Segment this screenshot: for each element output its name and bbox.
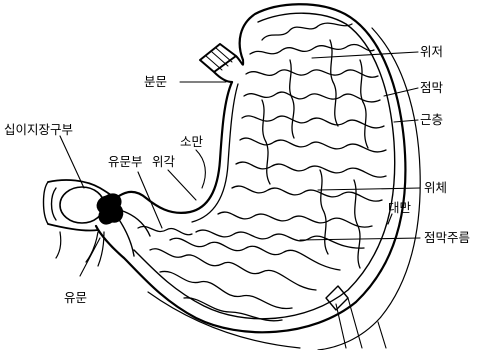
duodenum-left-cut <box>44 182 57 224</box>
pyloric-canal <box>118 210 150 256</box>
duodenum-lower-wall <box>48 224 98 231</box>
lower-outer-curve <box>148 292 300 348</box>
label-pylorus: 유문 <box>64 290 87 305</box>
leader-serosa <box>384 88 418 96</box>
mucosal-folds <box>138 23 386 321</box>
esophagus <box>200 44 243 82</box>
leader-angular-incisure <box>168 170 196 200</box>
label-angular-incisure: 위각 <box>152 154 176 169</box>
pyloric-vessels <box>56 232 104 266</box>
label-muscle-layer: 근층 <box>420 112 443 127</box>
label-body: 위체 <box>424 180 447 195</box>
label-serosa: 점막 <box>420 80 444 95</box>
lesser-curvature-wall <box>116 82 232 213</box>
label-cardia: 분문 <box>144 74 167 89</box>
leader-pylorus <box>80 238 100 276</box>
leader-bottom-pointer <box>336 298 386 348</box>
label-mucosal-folds: 점막주름 <box>424 230 470 245</box>
leader-pyloric-part <box>138 172 162 228</box>
label-fundus: 위저 <box>420 44 443 59</box>
label-greater-curvature: 대만 <box>388 200 412 215</box>
label-duodenum: 십이지장구부 <box>4 122 73 137</box>
leader-fundus <box>312 52 418 58</box>
leader-lesser-curvature <box>196 150 205 188</box>
label-pyloric-part: 유문부 <box>108 154 143 169</box>
label-lesser-curvature: 소만 <box>180 134 204 149</box>
